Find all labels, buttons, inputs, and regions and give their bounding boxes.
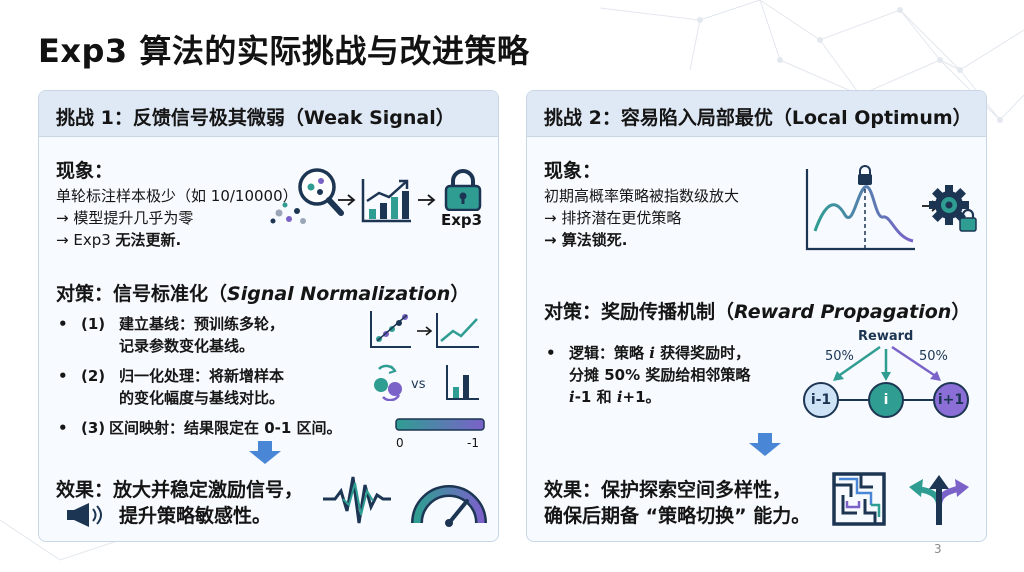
effect-line-1: 效果：放大并稳定激励信号，	[56, 479, 304, 501]
strategy-title-suffix: ）	[450, 283, 470, 305]
node-mid-label: i	[883, 392, 889, 408]
reward-label: Reward	[858, 329, 914, 344]
node-right-label: i+1	[937, 392, 965, 408]
branch-arrows-icon	[909, 475, 969, 525]
phenomenon-line-3: → Exp3 无法更新.	[56, 229, 181, 251]
panel-header: 挑战 2：容易陷入局部最优（Local Optimum）	[527, 91, 986, 137]
item-2-bullet: •	[58, 367, 68, 385]
node-i	[868, 382, 904, 418]
phenomenon-line-1: 初期高概率策略被指数级放大	[544, 187, 740, 205]
lock-icon	[444, 169, 482, 211]
effect-line-2: 确保后期备 “策略切换” 能力。	[544, 505, 811, 527]
magnifier-dots-icon	[270, 168, 344, 224]
exp3-label: Exp3	[441, 211, 483, 229]
logic-line-1-b: 获得奖励时，	[654, 344, 751, 362]
strategy-title-suffix: ）	[951, 301, 971, 323]
reward-arrow-right	[891, 345, 938, 379]
reward-arrowhead-right	[930, 371, 941, 381]
pct-right-label: 50%	[919, 349, 948, 364]
item-2-num: (2)	[81, 367, 106, 385]
arrow-right-icon	[338, 194, 356, 206]
logic-line-3: i-1 和 i+1。	[569, 386, 661, 408]
logic-bullet: •	[546, 344, 556, 362]
node-left-label: i-1	[810, 392, 832, 408]
item-1-line-1: 建立基线：预训练多轮，	[119, 315, 285, 333]
item-2-line-1: 归一化处理：将新增样本	[119, 367, 285, 385]
phenomenon-line-2: → 排挤潜在更优策略	[544, 209, 682, 227]
phenomenon-line-1: 单轮标注样本极少（如 10/10000）	[56, 187, 298, 205]
node-i-plus-1	[933, 382, 969, 418]
page-number: 3	[934, 542, 942, 556]
phenomenon-title: 现象：	[56, 160, 114, 182]
reward-arrowhead-left	[833, 371, 844, 381]
gear-lock-icon	[929, 185, 977, 232]
gauge-icon	[411, 485, 487, 527]
reward-propagation-diagram	[803, 345, 969, 418]
strategy-title-prefix: 对策：奖励传播机制（	[544, 301, 735, 323]
down-arrow-icon	[249, 441, 281, 464]
strategy-title: 对策：奖励传播机制（Reward Propagation）	[544, 297, 970, 324]
logic-line-3-math-1: i	[569, 388, 575, 406]
slide-title: Exp3 算法的实际挑战与改进策略	[38, 32, 530, 70]
item-3-line-1: 区间映射：结果限定在 0-1 区间。	[109, 419, 342, 437]
logic-line-1: 逻辑：策略 i 获得奖励时，	[569, 342, 750, 364]
item-3-bullet: •	[58, 419, 68, 437]
vs-label: vs	[411, 377, 426, 392]
gradient-range-bar-icon	[395, 418, 485, 431]
reward-arrowhead-mid	[881, 372, 891, 381]
down-arrow-icon	[749, 433, 781, 456]
range-min-label: 0	[396, 436, 404, 450]
logic-line-3-b: +1。	[622, 388, 661, 406]
megaphone-icon	[67, 503, 102, 527]
item-3-num: (3)	[81, 419, 106, 437]
logic-line-1-a: 逻辑：策略	[569, 344, 650, 362]
logic-line-2: 分摊 50% 奖励给相邻策略	[569, 366, 751, 384]
phenomenon-line-3: → 算法锁死.	[544, 231, 628, 249]
effect-line-1: 效果：保护探索空间多样性，	[544, 479, 792, 501]
item-1-line-2: 记录参数变化基线。	[119, 337, 255, 355]
phenomenon-title: 现象：	[544, 160, 602, 182]
bar-chart-up-icon	[361, 179, 411, 223]
item-1-num: (1)	[81, 315, 106, 333]
waveform-icon	[323, 476, 391, 524]
strategy-title-en: Signal Normalization	[227, 283, 451, 305]
peak-curve-lock-icon	[805, 165, 915, 251]
maze-icon	[832, 472, 886, 526]
item-2-line-2: 的变化幅度与基线对比。	[119, 389, 285, 407]
strategy-title: 对策：信号标准化（Signal Normalization）	[56, 279, 469, 306]
effect-line-2: 提升策略敏感性。	[119, 505, 272, 527]
pct-left-label: 50%	[825, 349, 854, 364]
range-max-label: -1	[467, 436, 479, 450]
arrow-right-icon	[418, 194, 436, 206]
node-i-minus-1	[803, 382, 839, 418]
phenomenon-line-3-prefix: → Exp3	[56, 231, 116, 249]
phenomenon-line-3-bold: 无法更新.	[115, 231, 182, 249]
logic-line-3-a: -1 和	[574, 388, 617, 406]
panel-challenge-1: 挑战 1：反馈信号极其微弱（Weak Signal） 现象： 单轮标注样本极少（…	[38, 90, 499, 542]
logic-line-1-math: i	[649, 344, 655, 362]
strategy-title-en: Reward Propagation	[734, 301, 952, 323]
strategy-title-prefix: 对策：信号标准化（	[56, 283, 228, 305]
panel-header: 挑战 1：反馈信号极其微弱（Weak Signal）	[39, 91, 498, 137]
panel-challenge-2: 挑战 2：容易陷入局部最优（Local Optimum） 现象： 初期高概率策略…	[526, 90, 987, 542]
logic-line-3-math-2: i	[616, 388, 623, 406]
scatter-to-line-icon	[370, 311, 479, 348]
reward-arrow-left	[836, 345, 881, 379]
item-1-bullet: •	[58, 315, 68, 333]
normalize-vs-bar-icon	[374, 364, 479, 401]
phenomenon-line-2: → 模型提升几乎为零	[56, 209, 194, 227]
